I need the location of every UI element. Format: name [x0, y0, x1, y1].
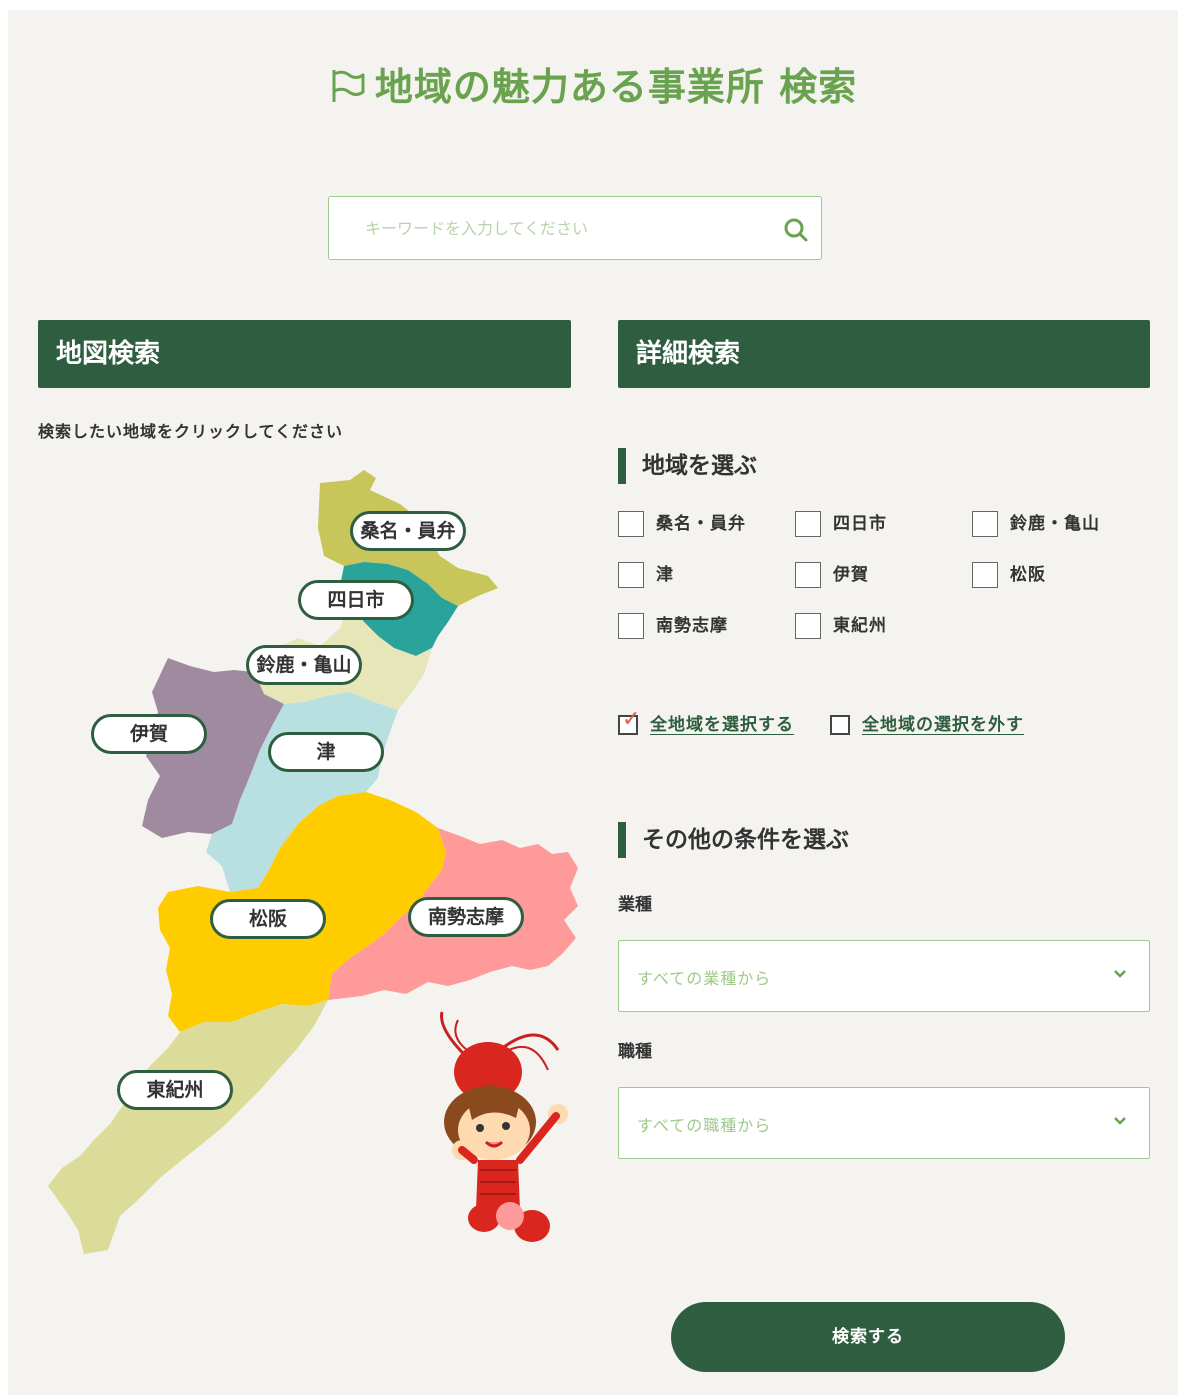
other-conditions-heading: その他の条件を選ぶ: [618, 822, 849, 858]
detail-search-heading: 詳細検索: [618, 320, 1150, 388]
area-checkbox-nansei-shima[interactable]: 南勢志摩: [618, 612, 728, 640]
mie-region-map: 桑名・員弁 四日市 鈴鹿・亀山 伊賀 津 松阪 南勢志摩 東紀州: [28, 460, 588, 1260]
deselect-all-areas-link[interactable]: 全地域の選択を外す: [830, 710, 1024, 735]
submit-search-button[interactable]: 検索する: [671, 1302, 1065, 1372]
map-label-kuwana-inabe[interactable]: 桑名・員弁: [350, 511, 466, 551]
map-label-yokkaichi[interactable]: 四日市: [298, 580, 414, 620]
map-label-nansei-shima[interactable]: 南勢志摩: [408, 897, 524, 937]
flag-icon: [332, 70, 365, 102]
chevron-down-icon: [1114, 970, 1126, 978]
job-type-label: 職種: [618, 1042, 652, 1062]
empty-square-icon: [830, 715, 850, 735]
select-all-areas-link[interactable]: ✓全地域を選択する: [618, 709, 794, 735]
map-label-iga[interactable]: 伊賀: [91, 714, 207, 754]
map-label-suzuka-kameyama[interactable]: 鈴鹿・亀山: [246, 645, 362, 685]
page-title: 地域の魅力ある事業所 検索: [8, 56, 1178, 111]
keyword-search-box: [328, 196, 822, 260]
checkbox-box[interactable]: [618, 613, 644, 639]
checkbox-box[interactable]: [795, 613, 821, 639]
job-type-select-value: すべての職種から: [637, 1116, 772, 1135]
map-search-heading: 地図検索: [38, 320, 571, 388]
industry-label: 業種: [618, 895, 652, 915]
area-checkbox-higashi-kishu[interactable]: 東紀州: [795, 612, 887, 640]
job-type-select[interactable]: すべての職種から: [618, 1087, 1150, 1159]
region-shape-higashi-kishu[interactable]: [48, 1000, 328, 1254]
checkmark-icon: ✓: [618, 709, 640, 735]
map-label-higashi-kishu[interactable]: 東紀州: [117, 1070, 233, 1110]
lobster-mascot-illustration: [440, 1011, 568, 1242]
chevron-down-icon: [1114, 1117, 1126, 1125]
region-shape-iga[interactable]: [142, 658, 284, 838]
area-checkbox-matsusaka[interactable]: 松阪: [972, 561, 1046, 589]
checkbox-box[interactable]: [795, 562, 821, 588]
industry-select[interactable]: すべての業種から: [618, 940, 1150, 1012]
page-title-text: 地域の魅力ある事業所 検索: [374, 65, 858, 109]
checkbox-box[interactable]: [972, 511, 998, 537]
checkbox-box[interactable]: [972, 562, 998, 588]
checkbox-box[interactable]: [795, 511, 821, 537]
area-checkbox-iga[interactable]: 伊賀: [795, 561, 869, 589]
industry-select-value: すべての業種から: [637, 969, 772, 988]
area-checkbox-tsu[interactable]: 津: [618, 561, 674, 589]
keyword-search-input[interactable]: [363, 211, 767, 245]
search-page: 地域の魅力ある事業所 検索 地図検索 詳細検索 検索したい地域をクリックしてくだ…: [8, 10, 1178, 1395]
area-checkbox-yokkaichi[interactable]: 四日市: [795, 510, 887, 538]
map-label-matsusaka[interactable]: 松阪: [210, 899, 326, 939]
search-icon[interactable]: [783, 217, 809, 243]
checkbox-box[interactable]: [618, 511, 644, 537]
area-select-heading: 地域を選ぶ: [618, 448, 757, 484]
region-map-svg: [48, 470, 578, 1254]
map-instruction: 検索したい地域をクリックしてください: [38, 422, 344, 441]
area-checkbox-kuwana-inabe[interactable]: 桑名・員弁: [618, 510, 746, 538]
map-label-tsu[interactable]: 津: [268, 732, 384, 772]
checkbox-box[interactable]: [618, 562, 644, 588]
area-checkbox-suzuka-kameyama[interactable]: 鈴鹿・亀山: [972, 510, 1100, 538]
